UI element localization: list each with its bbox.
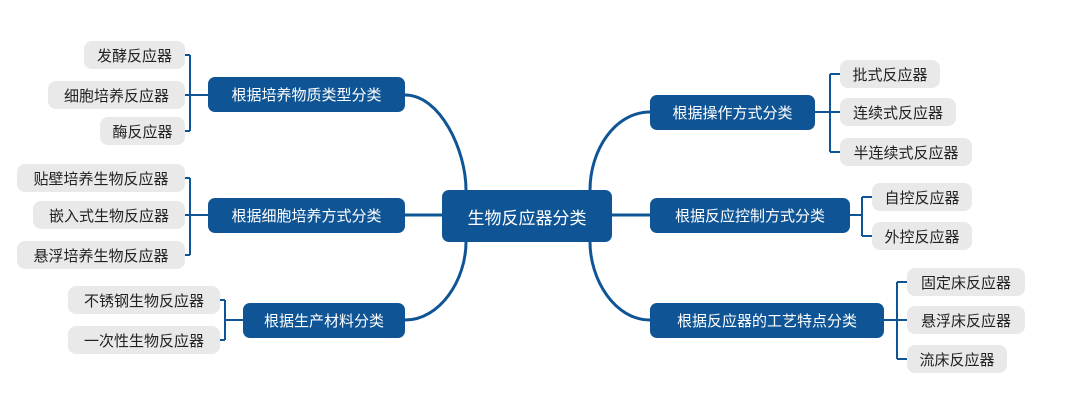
- branch-operation-method: 根据操作方式分类: [650, 95, 815, 130]
- connector-root-process: [588, 240, 652, 322]
- connector-root-material: [403, 240, 468, 322]
- root-node: 生物反应器分类: [442, 190, 612, 242]
- connector-process-leaves: [884, 281, 907, 360]
- connector-substance-leaves: [185, 54, 208, 132]
- connector-operation-leaves: [815, 73, 840, 153]
- leaf-suspension-culture-bioreactor: 悬浮培养生物反应器: [17, 241, 185, 269]
- leaf-fermentation-reactor: 发酵反应器: [84, 41, 185, 69]
- connector-root-substance: [403, 93, 468, 192]
- branch-reaction-control: 根据反应控制方式分类: [650, 198, 850, 233]
- leaf-self-controlled-reactor: 自控反应器: [872, 183, 972, 211]
- leaf-stainless-steel-bioreactor: 不锈钢生物反应器: [68, 286, 220, 314]
- leaf-adherent-culture-bioreactor: 贴壁培养生物反应器: [17, 164, 185, 192]
- leaf-enzyme-reactor: 酶反应器: [100, 117, 185, 145]
- connector-cell-culture-leaves: [185, 177, 208, 256]
- leaf-batch-reactor: 批式反应器: [840, 60, 940, 88]
- leaf-fluid-bed-reactor: 流床反应器: [907, 345, 1007, 373]
- leaf-cell-culture-reactor: 细胞培养反应器: [48, 81, 185, 109]
- leaf-semi-continuous-reactor: 半连续式反应器: [840, 138, 972, 166]
- leaf-single-use-bioreactor: 一次性生物反应器: [68, 326, 220, 354]
- leaf-fixed-bed-reactor: 固定床反应器: [907, 268, 1025, 296]
- leaf-embedded-bioreactor: 嵌入式生物反应器: [33, 201, 185, 229]
- leaf-suspended-bed-reactor: 悬浮床反应器: [907, 306, 1025, 334]
- leaf-continuous-reactor: 连续式反应器: [840, 98, 956, 126]
- connector-root-operation: [588, 110, 652, 192]
- connector-control-leaves: [850, 196, 872, 237]
- branch-production-material: 根据生产材料分类: [243, 303, 405, 338]
- branch-cell-culture-method: 根据细胞培养方式分类: [208, 198, 405, 233]
- branch-substance-type: 根据培养物质类型分类: [208, 77, 405, 112]
- branch-process-characteristics: 根据反应器的工艺特点分类: [650, 303, 884, 338]
- connector-material-leaves: [220, 299, 243, 341]
- leaf-external-controlled-reactor: 外控反应器: [872, 222, 972, 250]
